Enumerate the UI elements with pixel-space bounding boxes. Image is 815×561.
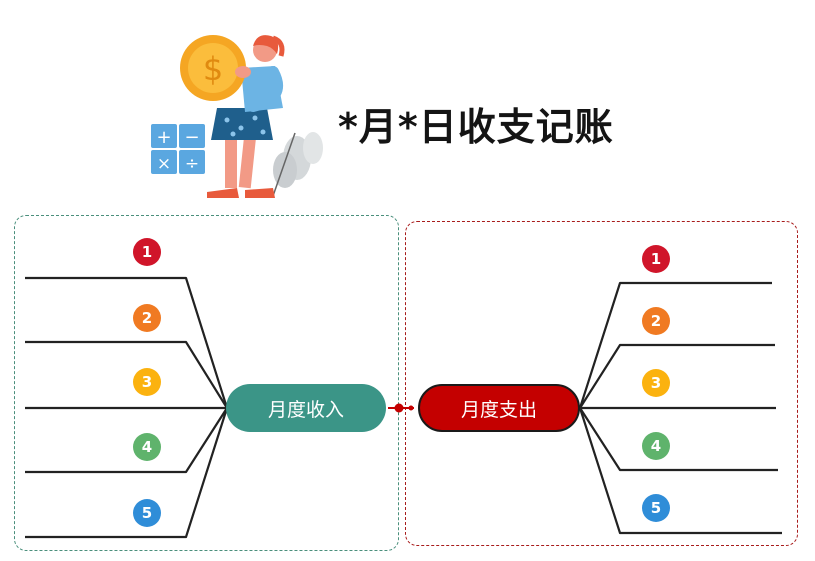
expense-branch-4	[579, 407, 778, 472]
page-title: *月*日收支记账	[338, 105, 614, 149]
income-branch-1	[25, 276, 229, 409]
woman-carrying-coin-illustration: + − × ÷ $	[151, 35, 323, 198]
expense-badge-4: 4	[642, 432, 670, 460]
income-branch-2	[25, 340, 228, 409]
expense-node[interactable]: 月度支出	[418, 384, 580, 432]
svg-text:÷: ÷	[185, 154, 199, 174]
expense-section	[405, 221, 798, 546]
coin-icon: $	[180, 35, 246, 101]
income-badge-1: 1	[133, 238, 161, 266]
calculator-icon: + − × ÷	[151, 124, 205, 174]
income-section	[14, 215, 399, 551]
income-badge-3: 3	[133, 368, 161, 396]
income-branch-5	[25, 407, 229, 539]
connector-dot	[394, 403, 404, 413]
plant-icon	[272, 132, 323, 197]
income-badge-5: 5	[133, 499, 161, 527]
svg-text:+: +	[156, 127, 171, 148]
svg-text:−: −	[184, 127, 199, 148]
income-badge-4: 4	[133, 433, 161, 461]
expense-badge-2: 2	[642, 307, 670, 335]
expense-badge-1: 1	[642, 245, 670, 273]
expense-badge-3: 3	[642, 369, 670, 397]
svg-text:×: ×	[157, 154, 171, 174]
expense-badge-5: 5	[642, 494, 670, 522]
income-branch-4	[25, 407, 228, 474]
income-node[interactable]: 月度收入	[226, 384, 386, 432]
svg-text:$: $	[203, 50, 223, 88]
expense-branch-2	[579, 343, 775, 409]
income-badge-2: 2	[133, 304, 161, 332]
expense-branch-5	[578, 407, 782, 535]
expense-branch-1	[578, 281, 772, 409]
